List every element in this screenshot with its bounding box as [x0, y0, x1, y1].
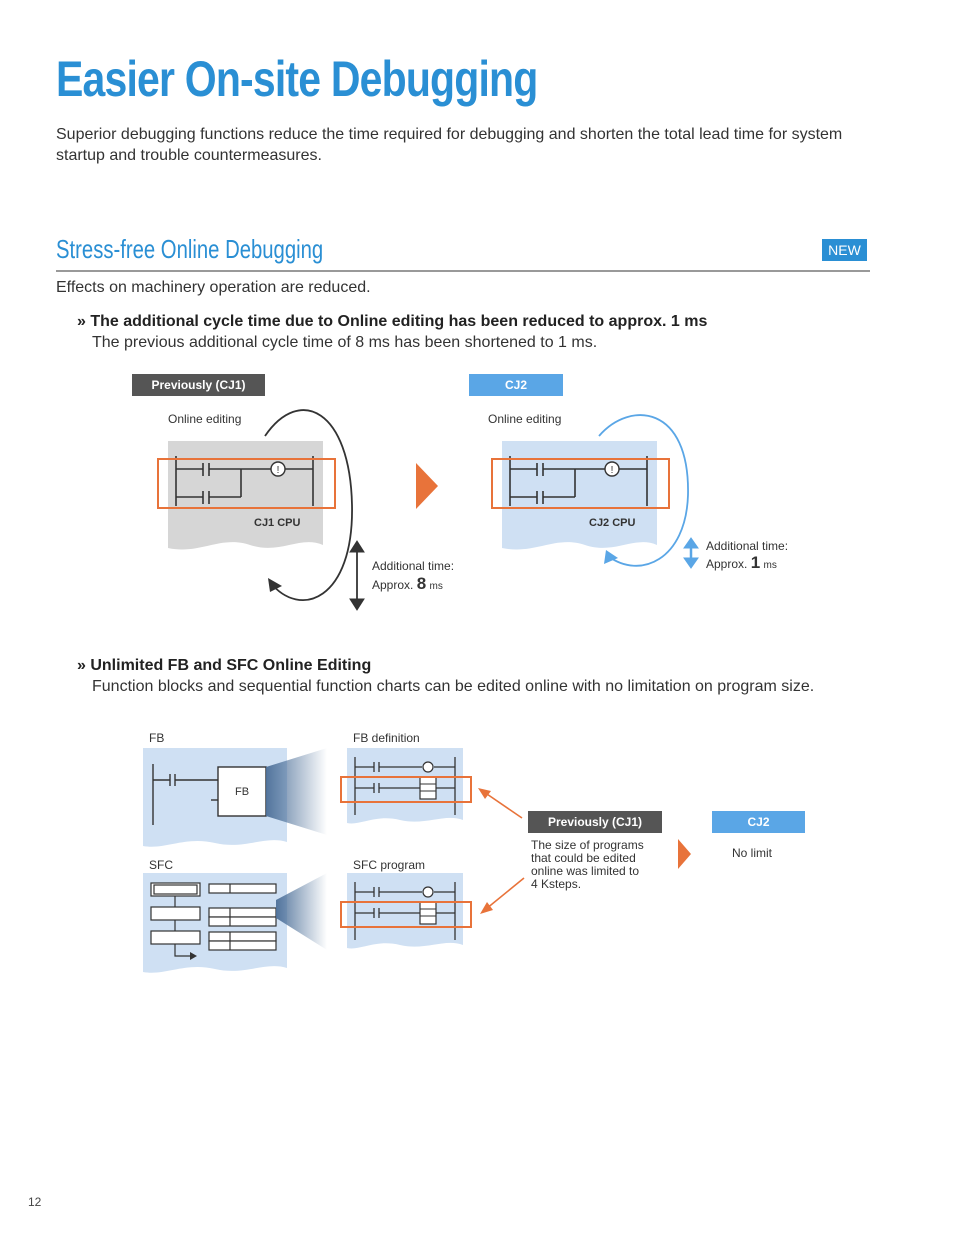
- fb-zoom-fan: [266, 748, 327, 835]
- section-title: Stress-free Online Debugging: [56, 234, 324, 264]
- cj1-cycle-loop: [264, 409, 353, 601]
- bullet2-heading: » Unlimited FB and SFC Online Editing: [77, 657, 372, 674]
- fb-label: FB: [149, 731, 165, 745]
- pointer-arrows: [478, 788, 525, 914]
- previous-cj1-tag: Previously (CJ1): [132, 374, 265, 396]
- cj2-cpu-label: CJ2 CPU: [589, 517, 636, 529]
- intro-paragraph: Superior debugging functions reduce the …: [56, 126, 843, 164]
- cj2-ladder: [509, 456, 648, 506]
- cj1-highlight-box: [157, 458, 336, 509]
- fb-definition-label: FB definition: [353, 731, 420, 745]
- cj2-cpu-panel: [502, 441, 657, 550]
- next-arrow-icon: [416, 463, 438, 509]
- new-badge: NEW: [822, 239, 867, 261]
- sfc-zoom-fan: [276, 873, 327, 950]
- sfc-program-ladder: [354, 882, 456, 940]
- sfc-chart: [150, 882, 277, 957]
- cj1-cycle-arrowhead: [268, 578, 282, 592]
- cj1-cpu-panel: [168, 441, 323, 550]
- fb-definition-ladder: [354, 757, 456, 815]
- fb-block-label: FB: [235, 786, 250, 798]
- page-title: Easier On-site Debugging: [56, 51, 538, 107]
- cj2-cycle-arrowhead: [604, 550, 618, 564]
- cj1-time-value: Approx. 8 ms: [372, 574, 443, 593]
- bullet1-heading: » The additional cycle time due to Onlin…: [77, 313, 708, 330]
- cj1-coil-icon: [270, 461, 286, 477]
- cj2-tag-2: CJ2: [712, 811, 805, 833]
- fb-definition-panel: [347, 748, 463, 824]
- cj2-highlight-box: [491, 458, 670, 509]
- bullet1-body: The previous additional cycle time of 8 …: [92, 334, 598, 351]
- effects-text: Effects on machinery operation are reduc…: [56, 279, 371, 296]
- cj2-online-editing-label: Online editing: [488, 412, 562, 426]
- page-number: 12: [28, 1195, 42, 1209]
- sfc-program-highlight: [340, 901, 472, 928]
- cj2-time-double-arrow: [683, 537, 699, 569]
- svg-text:!: !: [277, 465, 280, 476]
- cj1-time-double-arrow: [349, 540, 365, 611]
- cj1-cpu-label: CJ1 CPU: [254, 517, 301, 529]
- cj2-tag: CJ2: [469, 374, 563, 396]
- sfc-program-label: SFC program: [353, 858, 426, 872]
- bullet2-body: Function blocks and sequential function …: [92, 678, 815, 695]
- cj1-ladder: [175, 456, 314, 506]
- sfc-program-panel: [347, 873, 463, 949]
- cj2-coil-icon: [604, 461, 620, 477]
- no-limit-text: No limit: [732, 846, 773, 860]
- fb-definition-highlight: [340, 776, 472, 803]
- svg-text:!: !: [611, 465, 614, 476]
- previous-limit-text: The size of programs that could be edite…: [531, 838, 644, 891]
- cj2-additional-time-label: Additional time:: [706, 539, 789, 553]
- cj2-cycle-loop: [598, 414, 689, 567]
- cj2-time-value: Approx. 1 ms: [706, 553, 777, 572]
- next-arrow-icon-2: [678, 839, 691, 869]
- cj1-additional-time-label: Additional time:: [372, 559, 455, 573]
- cj1-online-editing-label: Online editing: [168, 412, 242, 426]
- fb-ladder: [152, 764, 218, 825]
- previous-cj1-tag-2: Previously (CJ1): [528, 811, 662, 833]
- section-divider: [56, 270, 870, 272]
- sfc-label: SFC: [149, 858, 173, 872]
- fb-block: [217, 766, 267, 817]
